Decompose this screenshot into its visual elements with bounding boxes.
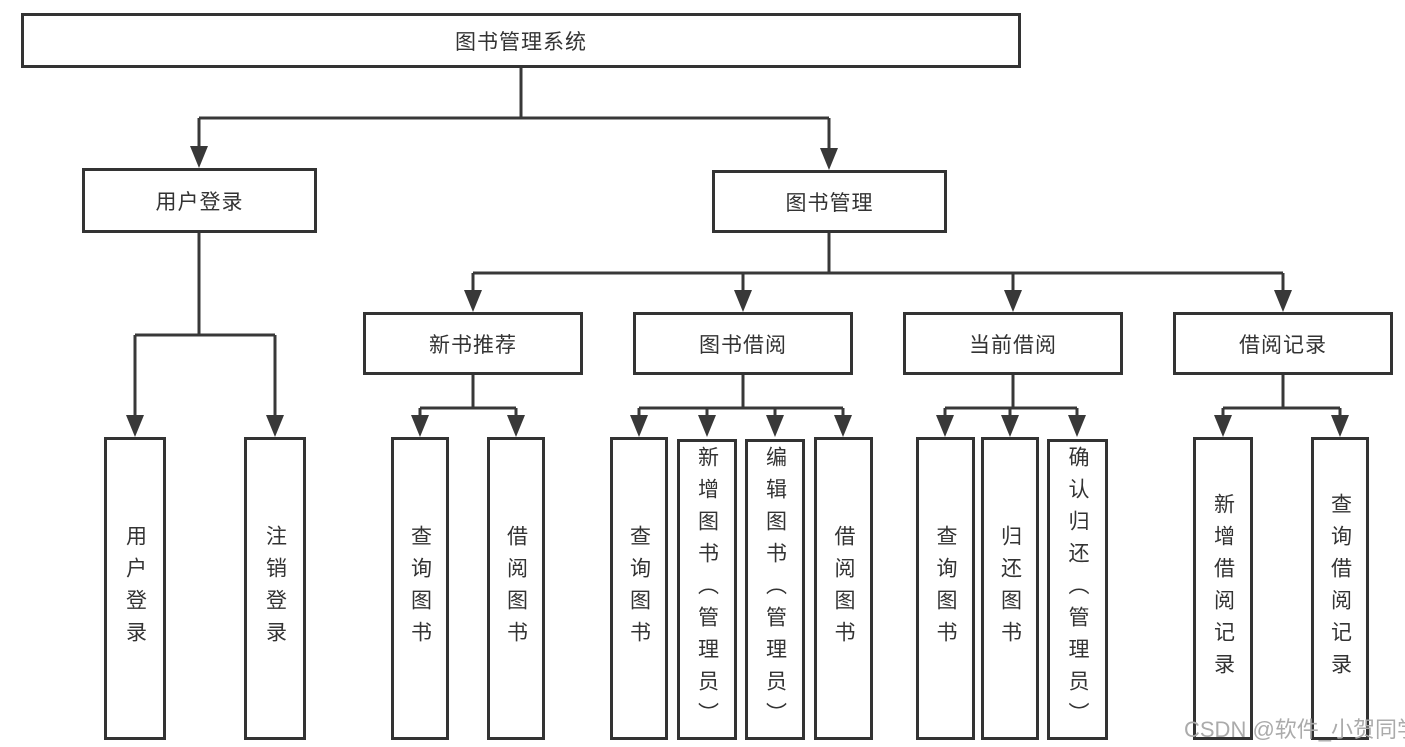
node-label: 新增图书（管理员） [695, 445, 719, 734]
leaf-query-books-borrow: 查询图书 [610, 437, 668, 740]
node-root: 图书管理系统 [21, 13, 1021, 68]
node-label: 确认归还（管理员） [1066, 445, 1089, 734]
node-book-borrow: 图书借阅 [633, 312, 853, 375]
leaf-query-borrow-record: 查询借阅记录 [1311, 437, 1369, 740]
node-label: 查询图书 [627, 524, 651, 653]
arrow-heads [126, 146, 1349, 437]
node-book-management: 图书管理 [712, 170, 947, 233]
leaf-borrow-books-recommend: 借阅图书 [487, 437, 545, 740]
node-label: 查询借阅记录 [1328, 492, 1352, 685]
node-label: 借阅图书 [504, 524, 528, 653]
leaf-borrow-books: 借阅图书 [814, 437, 873, 740]
node-label: 借阅图书 [832, 524, 855, 653]
node-label: 查询图书 [934, 524, 957, 653]
node-label: 新增借阅记录 [1211, 492, 1235, 685]
leaf-add-book-admin: 新增图书（管理员） [677, 439, 737, 740]
leaf-query-books-current: 查询图书 [916, 437, 975, 740]
node-borrow-records: 借阅记录 [1173, 312, 1393, 375]
node-label: 查询图书 [408, 524, 432, 653]
node-label: 用户登录 [123, 524, 147, 653]
leaf-add-borrow-record: 新增借阅记录 [1193, 437, 1253, 740]
leaf-edit-book-admin: 编辑图书（管理员） [745, 439, 805, 740]
leaf-user-login: 用户登录 [104, 437, 166, 740]
leaf-confirm-return-admin: 确认归还（管理员） [1047, 439, 1108, 740]
node-label: 注销登录 [263, 524, 287, 653]
node-label: 归还图书 [998, 524, 1022, 653]
node-user-login: 用户登录 [82, 168, 317, 233]
node-current-borrow: 当前借阅 [903, 312, 1123, 375]
leaf-return-books: 归还图书 [981, 437, 1039, 740]
node-new-book-recommend: 新书推荐 [363, 312, 583, 375]
watermark: CSDN @软件_小贺同学 [1184, 717, 1405, 742]
leaf-logout: 注销登录 [244, 437, 306, 740]
node-label: 编辑图书（管理员） [763, 445, 787, 734]
leaf-query-books-recommend: 查询图书 [391, 437, 449, 740]
connector-paths [133, 68, 1342, 425]
